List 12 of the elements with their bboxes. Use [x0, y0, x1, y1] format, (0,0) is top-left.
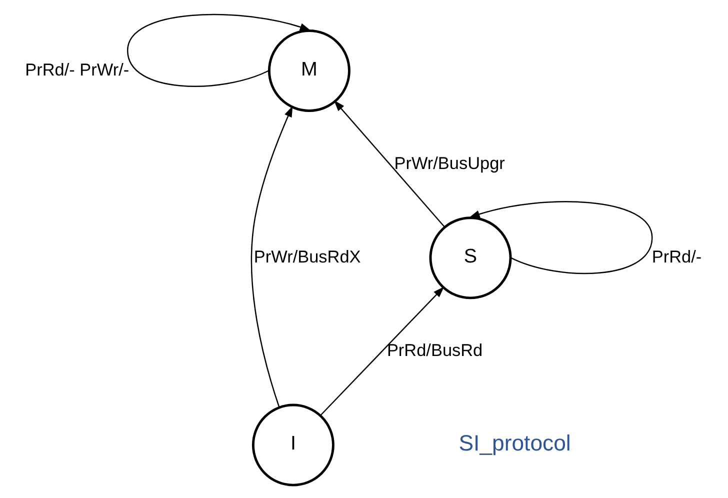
edge-label: PrRd/BusRd [386, 340, 483, 360]
arrow [250, 105, 293, 408]
edge-label: PrRd/- PrWr/- [25, 58, 130, 79]
arrow [126, 13, 311, 86]
arrow [468, 200, 653, 274]
arrow [334, 100, 446, 227]
arrow [320, 286, 444, 416]
node-circle: I [252, 403, 334, 486]
edge-label: PrRd/- [652, 246, 702, 266]
edge-label: PrWr/BusRdX [254, 246, 361, 266]
label: SI_protocol [458, 430, 571, 455]
edge-label: PrWr/BusUpgr [394, 152, 505, 172]
